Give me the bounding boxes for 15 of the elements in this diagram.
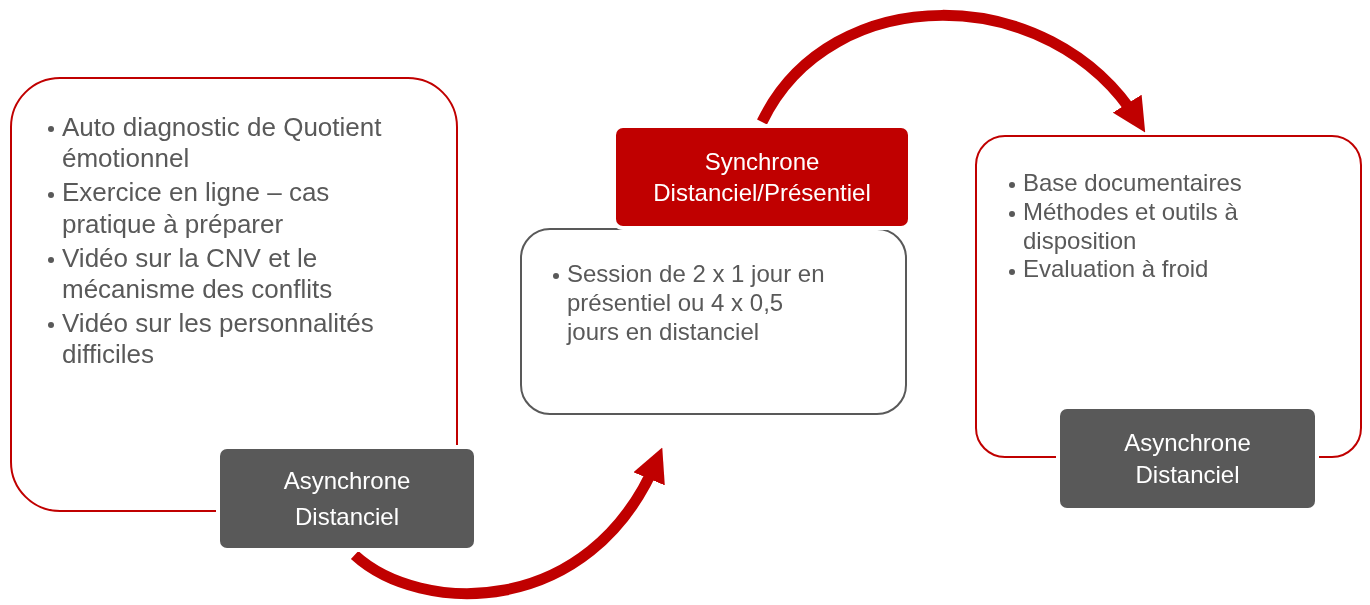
tab-label: Asynchrone Distanciel bbox=[1123, 428, 1252, 490]
bullet-text: Auto diagnostic de Quotient émotionnel bbox=[62, 112, 382, 174]
bullet-text: Vidéo sur les personnalités difficiles bbox=[62, 308, 374, 370]
bullet-text: Session de 2 x 1 jour en présentiel ou 4 x 0,5 jours en distanciel bbox=[567, 260, 825, 345]
rounded-panel bbox=[520, 228, 907, 415]
curved-arrow bbox=[757, 10, 1147, 132]
bullet-text: Evaluation à froid bbox=[1023, 255, 1209, 283]
tab-label: Synchrone Distanciel/Présentiel bbox=[652, 146, 872, 208]
curved-arrow bbox=[351, 447, 664, 599]
bullet-text: Vidéo sur la CNV et le mécanisme des conflits bbox=[62, 242, 333, 304]
tab-label: Asynchrone Distanciel bbox=[282, 465, 412, 532]
bullet-text: Exercice en ligne – cas pratique à préparer bbox=[62, 177, 330, 239]
rounded-panel bbox=[975, 135, 1362, 458]
bullet-text: Méthodes et outils à disposition bbox=[1023, 197, 1238, 254]
bullet-text: Base documentaires bbox=[1023, 169, 1242, 196]
